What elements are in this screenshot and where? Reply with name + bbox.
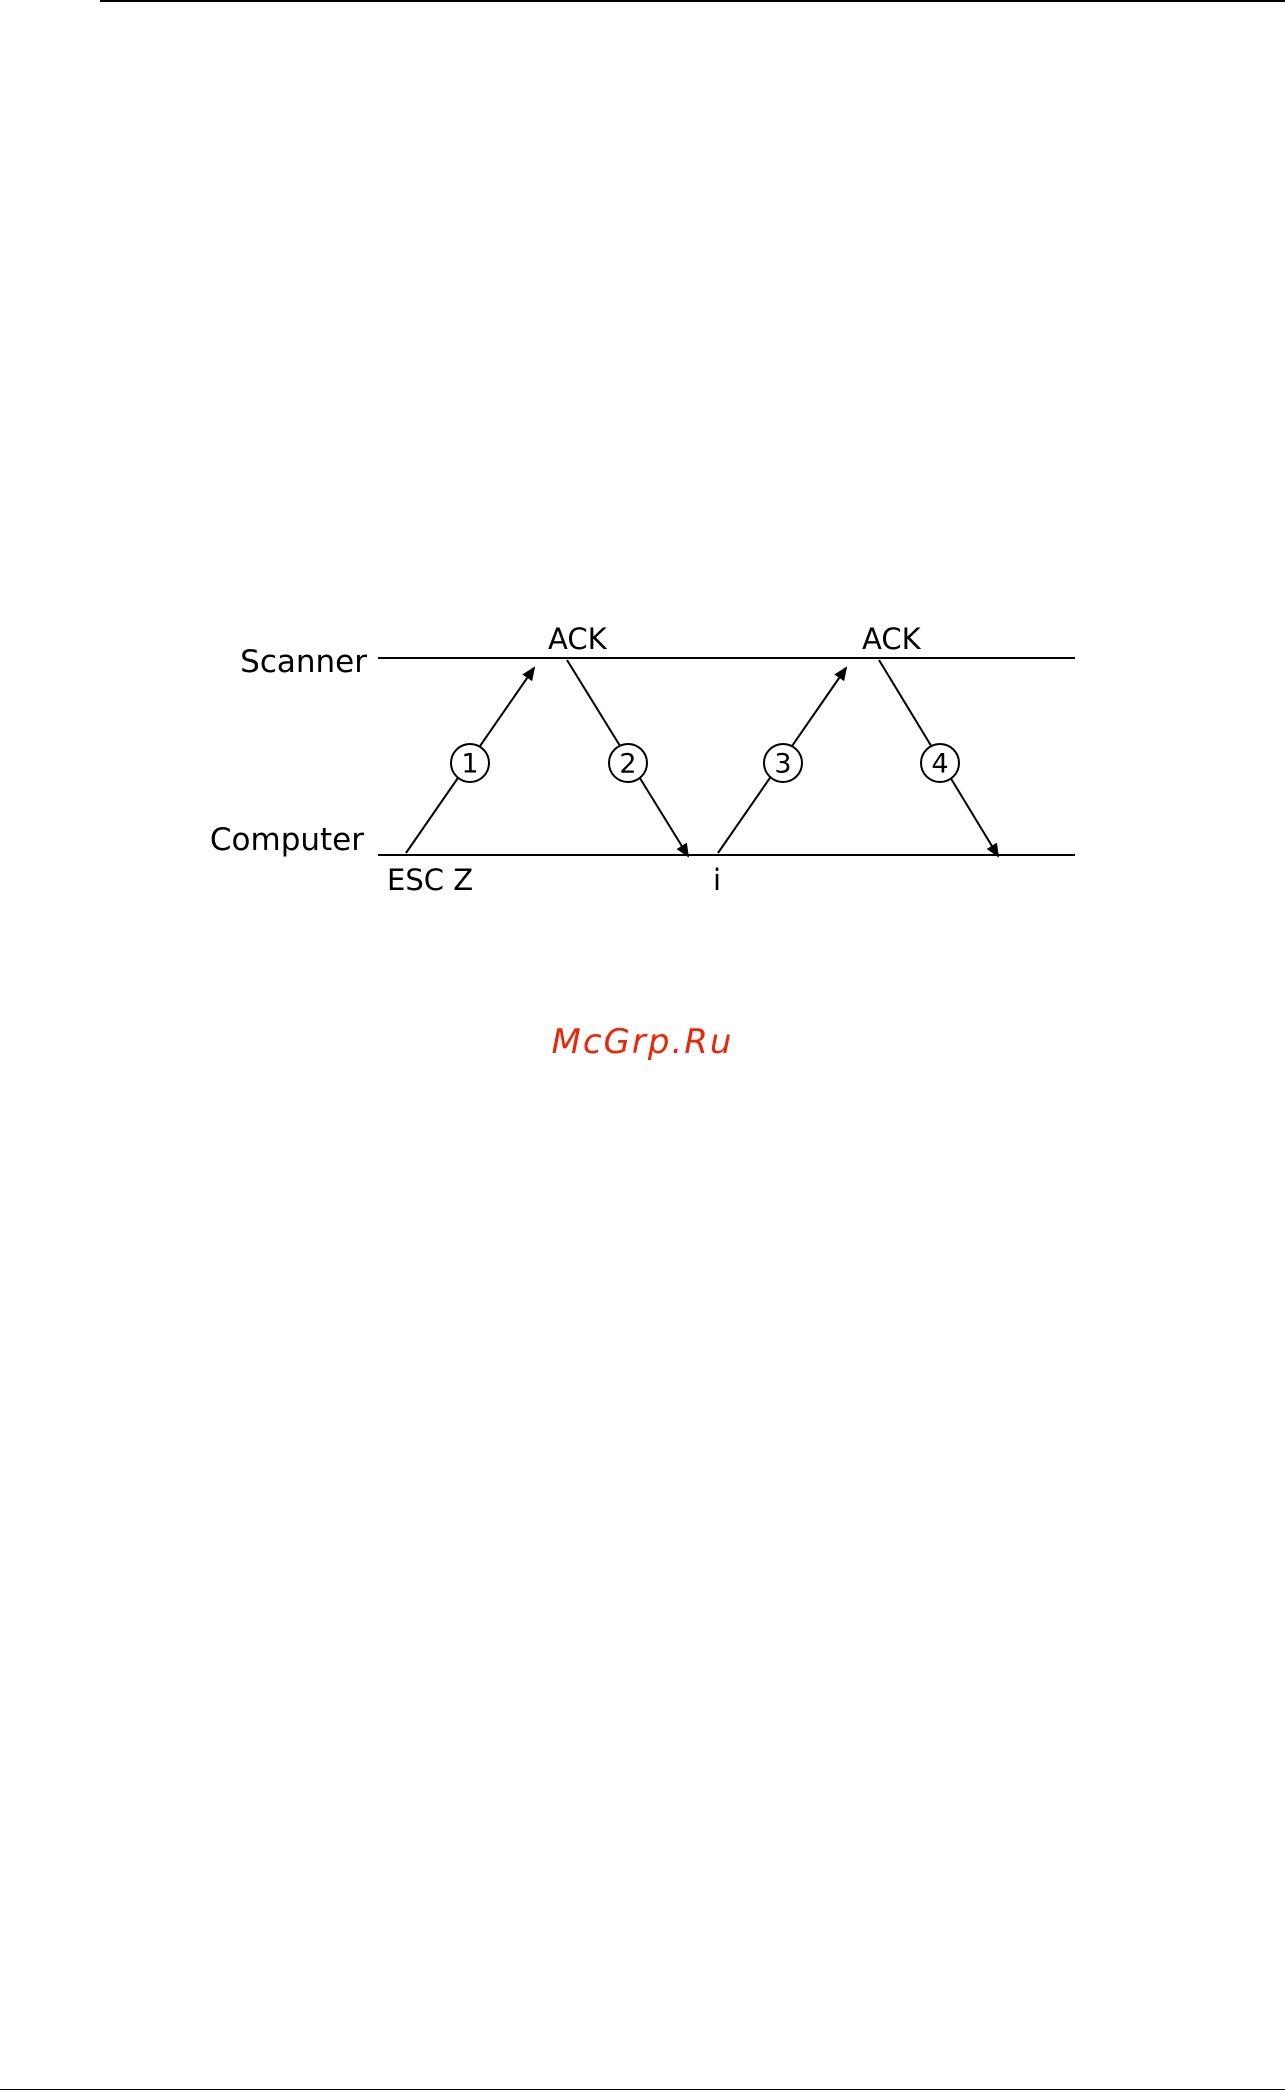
watermark-text: McGrp.Ru — [0, 1022, 1285, 1062]
step-4-number: 4 — [931, 749, 948, 780]
step-1-marker: 1 — [451, 744, 489, 782]
step-2-marker: 2 — [609, 744, 647, 782]
step-3-number: 3 — [774, 749, 791, 780]
computer-event-esc-z: ESC Z — [387, 863, 473, 897]
scanner-event-ack-2: ACK — [862, 622, 922, 656]
step-3-marker: 3 — [764, 744, 802, 782]
handshake-sequence-diagram: Scanner Computer ACK ACK ESC Z i 1 2 3 4 — [0, 0, 1285, 1000]
computer-event-i: i — [713, 863, 721, 897]
step-2-number: 2 — [619, 749, 636, 780]
scanner-lane-label: Scanner — [240, 644, 367, 680]
computer-lane-label: Computer — [210, 822, 364, 858]
step-4-marker: 4 — [921, 744, 959, 782]
scanner-event-ack-1: ACK — [548, 622, 608, 656]
step-1-number: 1 — [461, 749, 478, 780]
